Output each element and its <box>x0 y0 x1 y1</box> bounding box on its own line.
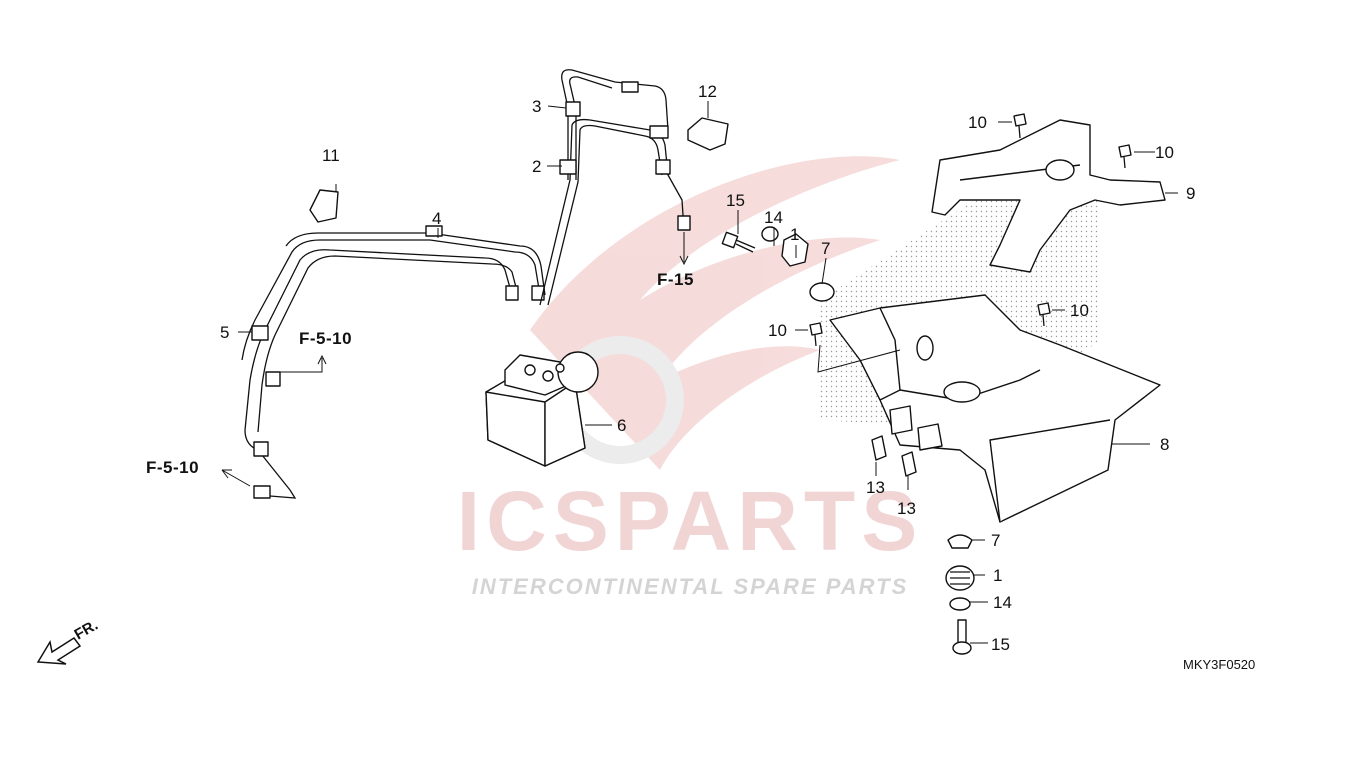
mounting-hardware-lower <box>945 534 975 655</box>
ref-f-5-10-upper[interactable]: F-5-10 <box>299 329 352 348</box>
pipe-clamp <box>649 125 669 139</box>
speed-nut <box>871 435 887 461</box>
pipe-clamp <box>253 441 269 457</box>
pipe-clamp-block <box>687 117 729 151</box>
callout-1-lower: 1 <box>993 566 1002 585</box>
front-direction-arrow: FR. <box>36 617 101 665</box>
abs-modulator <box>485 351 599 467</box>
callout-13-a: 13 <box>866 478 885 497</box>
pipe-nut <box>531 285 545 301</box>
pipe-nut <box>565 101 581 117</box>
under-cover <box>829 294 1161 523</box>
callout-15-lower: 15 <box>991 635 1010 654</box>
leader-lines <box>221 101 1178 644</box>
callout-10-c: 10 <box>1070 301 1089 320</box>
pipe-nut <box>677 215 691 231</box>
callout-7-lower: 7 <box>991 531 1000 550</box>
callout-10-d: 10 <box>768 321 787 340</box>
pipe-nut <box>505 285 519 301</box>
callout-5: 5 <box>220 323 229 342</box>
callout-14-lower: 14 <box>993 593 1012 612</box>
pipe-clamp <box>251 325 269 341</box>
callout-10-b: 10 <box>1155 143 1174 162</box>
ref-f-5-10-lower[interactable]: F-5-10 <box>146 458 199 477</box>
pipe-clip <box>309 189 339 223</box>
pipe-clamp <box>265 371 281 387</box>
callout-11: 11 <box>322 146 340 165</box>
pipe-clamp <box>425 225 443 237</box>
callout-12: 12 <box>698 82 717 101</box>
callout-7-upper: 7 <box>821 239 830 258</box>
callout-4: 4 <box>432 209 441 228</box>
watermark-brand: ICSPARTS <box>457 474 923 568</box>
callout-15-upper: 15 <box>726 191 745 210</box>
callout-10-a: 10 <box>968 113 987 132</box>
fasteners <box>809 113 1132 347</box>
brake-pipe-assembly-left <box>241 225 546 499</box>
callout-6: 6 <box>617 416 626 435</box>
diagram-code: MKY3F0520 <box>1183 657 1255 672</box>
callout-2: 2 <box>532 157 541 176</box>
callout-13-b: 13 <box>897 499 916 518</box>
watermark-tagline: INTERCONTINENTAL SPARE PARTS <box>472 574 909 599</box>
ref-f-15[interactable]: F-15 <box>657 270 694 289</box>
cover-upper <box>931 119 1166 273</box>
brake-pipe-assembly-top <box>539 69 691 306</box>
callout-9: 9 <box>1186 184 1195 203</box>
speed-nut <box>901 451 917 477</box>
pipe-nut <box>559 159 577 175</box>
pipe-clamp <box>621 81 639 93</box>
pipe-nut <box>655 159 671 175</box>
callout-8: 8 <box>1160 435 1169 454</box>
callout-14-upper: 14 <box>764 208 783 227</box>
callout-3: 3 <box>532 97 541 116</box>
pipe-fitting <box>253 485 271 499</box>
mounting-hardware-upper <box>721 226 835 302</box>
callout-1-upper: 1 <box>790 225 799 244</box>
